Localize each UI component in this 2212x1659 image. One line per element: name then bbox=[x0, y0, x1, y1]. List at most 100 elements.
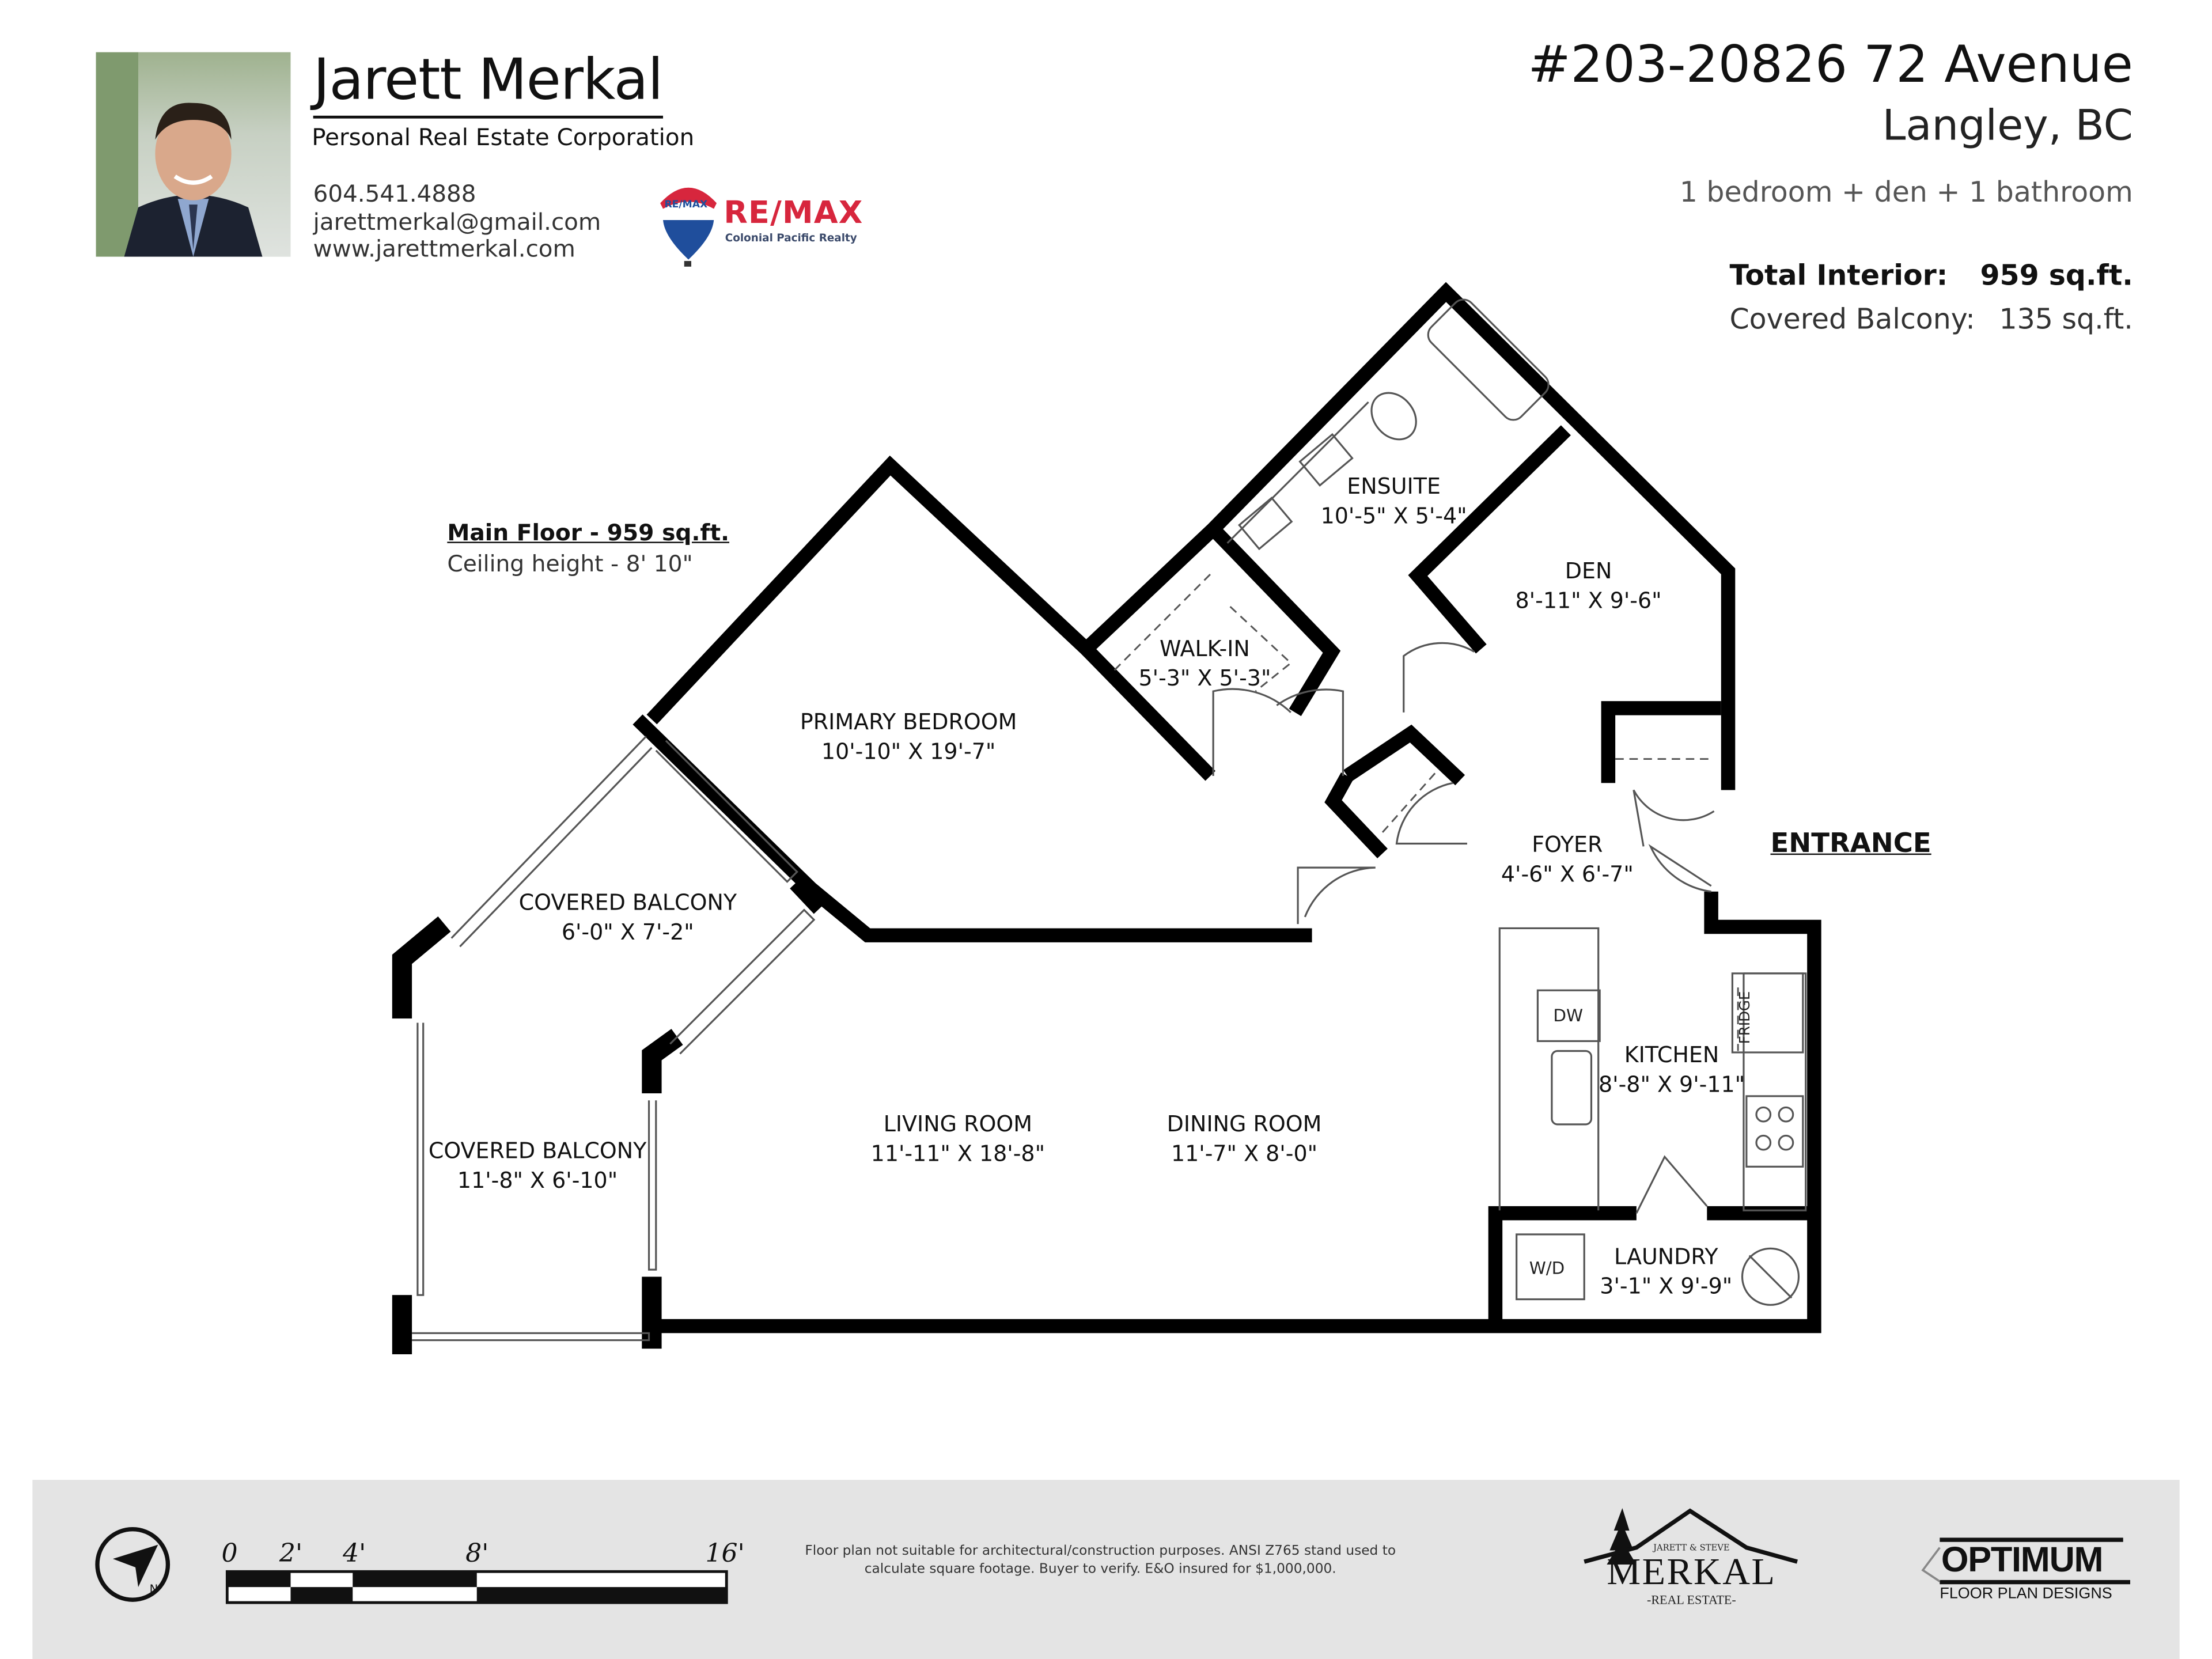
scale-tick: 16' bbox=[705, 1539, 745, 1569]
room-name: LIVING ROOM bbox=[883, 1111, 1032, 1137]
wall-balcony-nw bbox=[392, 916, 451, 1019]
wall-laundry-west bbox=[1488, 1206, 1637, 1327]
wall-den bbox=[1408, 425, 1571, 654]
room-kitchen: KITCHEN 8'-8" X 9'-11" bbox=[1599, 1041, 1745, 1100]
wall-walkin-bedroom bbox=[1081, 643, 1215, 781]
agent-portrait-icon bbox=[96, 52, 263, 257]
ceiling-height: Ceiling height - 8' 10" bbox=[447, 550, 693, 577]
wall-linen bbox=[1343, 724, 1465, 786]
room-foyer: FOYER 4'-6" X 6'-7" bbox=[1501, 831, 1634, 890]
door-den bbox=[1403, 642, 1475, 713]
door-bedroom bbox=[1297, 866, 1376, 925]
room-living-room: LIVING ROOM 11'-11" X 18'-8" bbox=[871, 1110, 1045, 1169]
svg-text:N: N bbox=[150, 1582, 158, 1596]
agent-phone[interactable]: 604.541.4888 bbox=[313, 180, 476, 208]
total-interior-label: Total Interior: bbox=[1729, 258, 1948, 292]
room-dims: 3'-1" X 9'-9" bbox=[1600, 1274, 1733, 1300]
sink-1 bbox=[1298, 433, 1354, 487]
balcony-rail-1 bbox=[450, 736, 647, 939]
door-walkin bbox=[1212, 688, 1291, 776]
room-name: LAUNDRY bbox=[1613, 1244, 1718, 1270]
washer-dryer-label: W/D bbox=[1529, 1258, 1565, 1278]
listing-city: Langley, BC bbox=[1882, 101, 2133, 151]
remax-balloon-icon bbox=[660, 187, 717, 267]
living-window bbox=[669, 908, 816, 1055]
room-name: FOYER bbox=[1532, 832, 1603, 858]
footer bbox=[32, 1480, 2180, 1659]
scale-tick: 0 bbox=[221, 1539, 238, 1569]
room-name: DEN bbox=[1565, 558, 1612, 584]
room-dims: 5'-3" X 5'-3" bbox=[1138, 665, 1271, 692]
merkal-logo: JARETT & STEVE MERKAL -REAL ESTATE- bbox=[1580, 1502, 1803, 1615]
dashed-lines bbox=[1113, 570, 1739, 1051]
agent-website[interactable]: www.jarettmerkal.com bbox=[313, 235, 575, 263]
scale-tick: 8' bbox=[465, 1539, 489, 1569]
remax-balloon-text: RE/MAX bbox=[664, 199, 708, 210]
remax-subtitle: Colonial Pacific Realty bbox=[725, 231, 857, 244]
room-den: DEN 8'-11" X 9'-6" bbox=[1516, 557, 1662, 616]
room-dims: 8'-11" X 9'-6" bbox=[1515, 588, 1662, 614]
room-ensuite: ENSUITE 10'-5" X 5'-4" bbox=[1321, 472, 1467, 532]
washer-dryer bbox=[1516, 1233, 1585, 1301]
wall-bedroom-south bbox=[632, 714, 1312, 942]
room-dims: 4'-6" X 6'-7" bbox=[1501, 862, 1634, 888]
wall-living-w bbox=[642, 1029, 683, 1093]
floor-title: Main Floor - 959 sq.ft. bbox=[447, 519, 730, 546]
room-dims: 10'-5" X 5'-4" bbox=[1320, 503, 1467, 529]
room-walk-in: WALK-IN 5'-3" X 5'-3" bbox=[1138, 635, 1271, 694]
wall-east-south bbox=[653, 891, 1821, 1334]
scale-tick: 2' bbox=[279, 1539, 303, 1569]
door-closet bbox=[1633, 789, 1715, 847]
bedroom-window bbox=[655, 740, 798, 883]
dishwasher-label: DW bbox=[1553, 1006, 1584, 1026]
remax-brand: RE/MAX bbox=[724, 196, 863, 232]
house-tree-icon bbox=[1584, 1508, 1798, 1565]
sink-2 bbox=[1238, 497, 1293, 551]
walls bbox=[392, 282, 1821, 1355]
room-name: COVERED BALCONY bbox=[428, 1138, 647, 1164]
wall-corner bbox=[790, 874, 828, 914]
balcony-area-label: Covered Balcony: bbox=[1729, 302, 1975, 336]
merkal-logo-bottom: -REAL ESTATE- bbox=[1646, 1592, 1736, 1607]
scale-tick: 4' bbox=[343, 1539, 366, 1569]
listing-address: #203-20826 72 Avenue bbox=[1528, 36, 2133, 95]
room-dims: 11'-11" X 18'-8" bbox=[870, 1141, 1046, 1167]
bathtub bbox=[1427, 298, 1550, 421]
room-dims: 11'-8" X 6'-10" bbox=[457, 1168, 618, 1194]
toilet bbox=[1370, 392, 1417, 441]
agent-email[interactable]: jarettmerkal@gmail.com bbox=[313, 209, 601, 236]
room-name: WALK-IN bbox=[1160, 636, 1250, 662]
balcony-rail-west bbox=[416, 1022, 425, 1296]
remax-logo: RE/MAX RE/MAX Colonial Pacific Realty bbox=[656, 180, 863, 268]
room-dims: 10'-10" X 19'-7" bbox=[821, 739, 996, 765]
door-linen bbox=[1395, 782, 1467, 845]
room-laundry: LAUNDRY 3'-1" X 9'-9" bbox=[1600, 1243, 1732, 1302]
fridge-label: FRIDGE bbox=[1738, 991, 1754, 1044]
door-laundry bbox=[1635, 1155, 1708, 1214]
vanity-edge bbox=[1226, 401, 1369, 544]
room-dims: 8'-8" X 9'-11" bbox=[1599, 1072, 1745, 1098]
fridge bbox=[1731, 972, 1804, 1054]
disclaimer-line: calculate square footage. Buyer to verif… bbox=[864, 1562, 1336, 1577]
merkal-logo-main: MERKAL bbox=[1607, 1550, 1777, 1593]
kitchen-island bbox=[1498, 927, 1600, 1211]
disclaimer-line: Floor plan not suitable for architectura… bbox=[805, 1543, 1396, 1559]
room-name: KITCHEN bbox=[1624, 1042, 1719, 1068]
room-covered-balcony-2: COVERED BALCONY 11'-8" X 6'-10" bbox=[429, 1137, 646, 1196]
compass-icon: N bbox=[95, 1527, 171, 1602]
room-name: ENSUITE bbox=[1347, 474, 1441, 499]
total-interior-value: 959 sq.ft. bbox=[1980, 258, 2133, 292]
agent-corporation: Personal Real Estate Corporation bbox=[312, 124, 695, 151]
kitchen-sink bbox=[1551, 1050, 1593, 1126]
agent-name: Jarett Merkal bbox=[313, 48, 664, 119]
stove bbox=[1745, 1095, 1804, 1168]
optimum-logo-main: OPTIMUM bbox=[1941, 1540, 2104, 1580]
room-dims: 6'-0" X 7'-2" bbox=[561, 919, 694, 945]
door-entrance bbox=[1648, 844, 1712, 893]
agent-photo bbox=[96, 52, 291, 257]
balcony-area-value: 135 sq.ft. bbox=[1999, 302, 2133, 336]
